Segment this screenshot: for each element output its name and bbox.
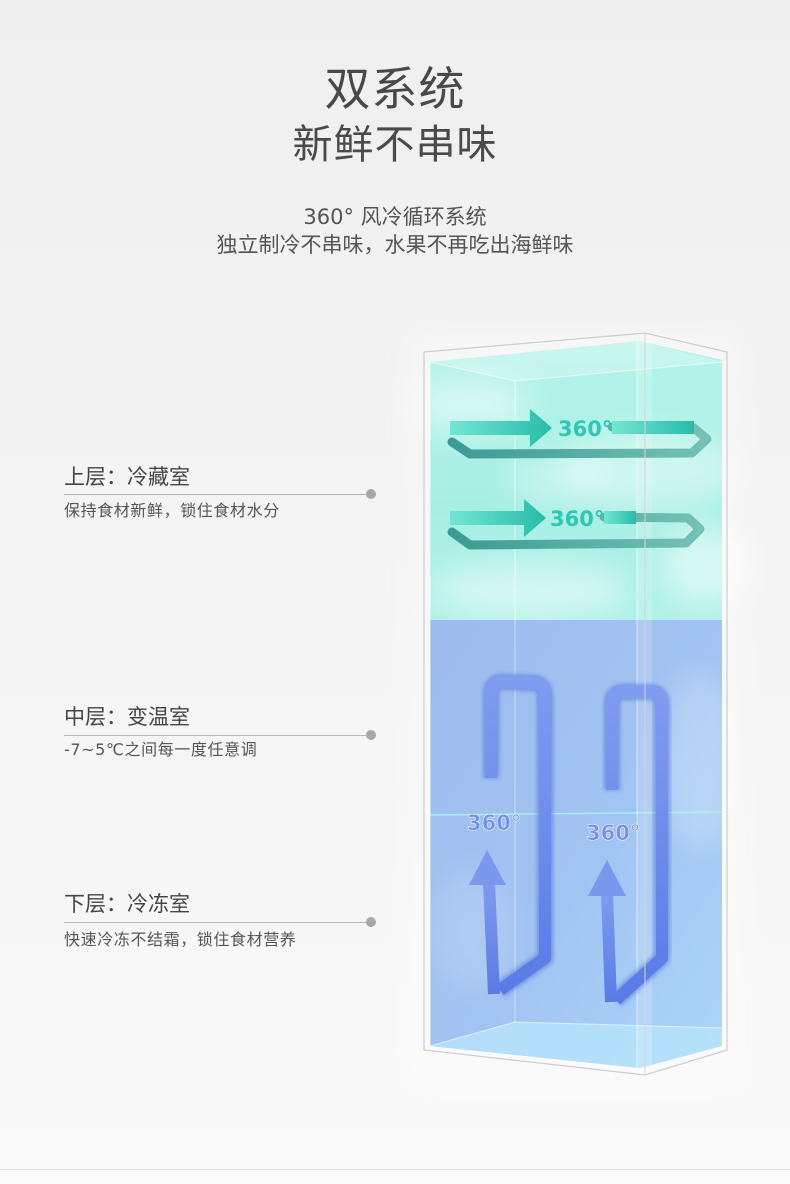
feature-description: 独立制冷不串味，水果不再吃出海鲜味	[216, 233, 574, 257]
leader-line	[64, 922, 368, 923]
layer-description: 快速冷冻不结霜，锁住食材营养	[64, 930, 297, 949]
layer-name: 中层：变温室	[64, 705, 190, 729]
right-arrow-loop-icon	[447, 499, 705, 550]
feature-heading: 360° 风冷循环系统	[303, 205, 487, 229]
airflow-label-upper-1: 360°	[558, 417, 612, 441]
right-arrow-loop-icon	[447, 409, 712, 459]
layer-name: 上层：冷藏室	[64, 465, 190, 489]
zone-light-line	[429, 811, 723, 816]
layer-description: -7~5℃之间每一度任意调	[64, 740, 258, 759]
leader-dot	[366, 489, 376, 499]
leader-line	[64, 735, 368, 736]
page-subtitle: 新鲜不串味	[292, 122, 498, 168]
leader-dot	[366, 917, 376, 927]
up-arrow-loop-icon	[588, 684, 670, 1006]
layer-name: 下层：冷冻室	[64, 892, 190, 916]
leader-dot	[366, 730, 376, 740]
lower-floor-edge	[429, 1021, 723, 1047]
airflow-label-lower-1: 360°	[467, 811, 521, 835]
airflow-label-lower-2: 360°	[586, 821, 640, 845]
upper-ceiling-edge	[429, 361, 723, 382]
lower-floor	[430, 1022, 722, 1068]
page-title: 双系统	[324, 62, 466, 116]
upper-ceiling	[430, 341, 722, 381]
leader-line	[64, 494, 368, 495]
layer-description: 保持食材新鲜，锁住食材水分	[64, 501, 280, 520]
bottom-edge	[0, 1169, 790, 1184]
up-arrow-loop-icon	[469, 674, 553, 997]
airflow-label-upper-2: 360°	[550, 507, 604, 531]
